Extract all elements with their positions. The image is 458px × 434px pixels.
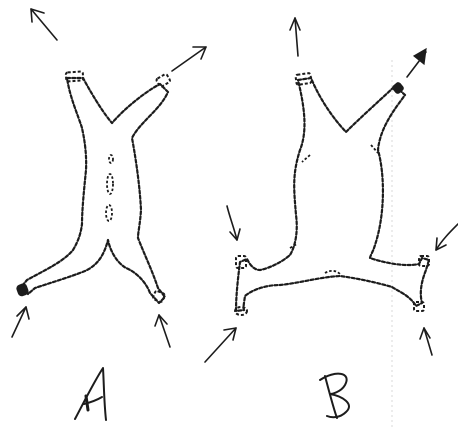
figure-b-arrow-left xyxy=(227,206,240,240)
figure-a xyxy=(12,9,206,347)
figure-a-label-text: A xyxy=(90,399,91,401)
figure-b xyxy=(205,18,458,362)
figure-a-arrow-bottom-left xyxy=(12,307,29,337)
figure-a-arrow-top-right xyxy=(172,47,206,71)
figure-b-mark-left xyxy=(302,155,310,162)
figure-b-arrow-top-left xyxy=(290,18,300,56)
figure-a-mark-2 xyxy=(107,174,113,194)
figure-a-label: A xyxy=(75,368,106,420)
figure-a-mark-1 xyxy=(109,155,113,163)
figure-a-cap-bottom-left xyxy=(17,284,29,296)
figure-b-arrow-right xyxy=(436,224,458,250)
figure-b-arrow-bottom-right xyxy=(420,328,432,355)
figure-a-outline xyxy=(22,78,168,303)
figure-a-arrow-bottom-right xyxy=(155,315,170,347)
figure-b-label: B xyxy=(320,374,349,418)
figure-b-mark-right xyxy=(371,145,378,153)
figure-b-mark-bottom xyxy=(325,271,340,274)
figure-b-arrow-top-right xyxy=(407,49,426,77)
figure-b-arrow-bottom-left xyxy=(205,328,236,362)
figure-b-outline xyxy=(236,78,429,311)
figure-a-arrow-top-left xyxy=(31,9,57,40)
figure-a-cap-top-right xyxy=(156,74,171,88)
figure-a-mark-3 xyxy=(106,205,112,221)
